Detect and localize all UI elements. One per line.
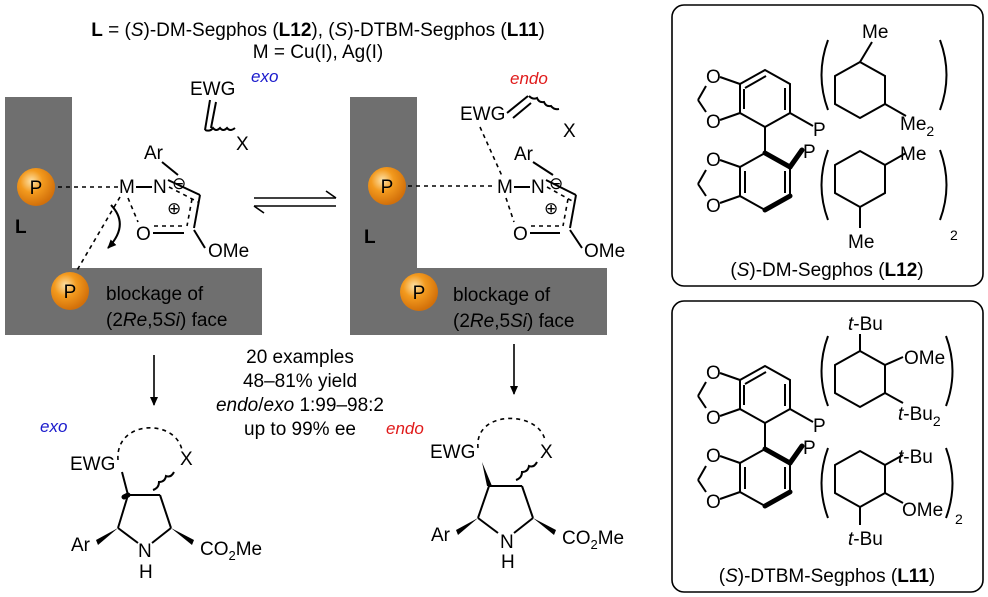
tbutyl-label: t-Bu bbox=[898, 447, 933, 468]
oxygen-label: O bbox=[706, 150, 721, 171]
aryl-label: Ar bbox=[71, 535, 91, 556]
oxygen-label: O bbox=[706, 492, 721, 513]
phosphorus-label: P bbox=[381, 177, 394, 198]
methyl-label: Me bbox=[862, 22, 888, 43]
exo-product-label: exo bbox=[40, 417, 67, 436]
methoxy-label: OMe bbox=[208, 241, 249, 262]
ligand-label-right: L bbox=[364, 227, 376, 248]
header-metal-line: M = Cu(I), Ag(I) bbox=[253, 42, 383, 63]
ee-value: up to 99% ee bbox=[244, 419, 356, 440]
x-substituent-label: X bbox=[563, 121, 576, 142]
x-substituent-label: X bbox=[180, 449, 193, 470]
plus-charge: ⊕ bbox=[167, 199, 181, 218]
phosphorus-sphere-bottom-right bbox=[400, 273, 438, 311]
subscript-2: 2 bbox=[950, 227, 958, 243]
ewg-label: EWG bbox=[190, 79, 235, 100]
ewg-label: EWG bbox=[460, 104, 505, 125]
metal-label: M bbox=[497, 177, 513, 198]
oxygen-label: O bbox=[513, 224, 528, 245]
plus-charge: ⊕ bbox=[544, 199, 558, 218]
blockage-text: blockage of bbox=[106, 284, 204, 305]
ligand-l12-box bbox=[671, 4, 984, 287]
aryl-label: Ar bbox=[514, 144, 534, 165]
exo-transition-state: L P P blockage of (2Re,5Si) face Ar M N … bbox=[5, 67, 278, 335]
oxygen-label: O bbox=[136, 224, 151, 245]
equilibrium-arrows bbox=[253, 190, 337, 214]
phosphorus-sphere-bottom-left bbox=[51, 272, 89, 310]
ligand-l12-caption: (S)-DM-Segphos (L12) bbox=[730, 260, 923, 281]
tbutyl-label: t-Bu bbox=[848, 314, 883, 335]
tbutyl-label: t-Bu2 bbox=[898, 404, 941, 429]
phosphorus-label: P bbox=[803, 142, 816, 163]
endo-product: endo EWG X Ar N H CO2Me bbox=[386, 417, 624, 573]
blockage-text: blockage of bbox=[453, 285, 551, 306]
x-substituent-label: X bbox=[236, 134, 249, 155]
nitrogen-label: N bbox=[531, 177, 545, 198]
phosphorus-sphere-top-right bbox=[368, 167, 406, 205]
h-label: H bbox=[501, 552, 515, 573]
phosphorus-label: P bbox=[813, 120, 826, 141]
phosphorus-label: P bbox=[803, 438, 816, 459]
oxygen-label: O bbox=[706, 446, 721, 467]
oxygen-label: O bbox=[706, 112, 721, 133]
methyl-label: Me bbox=[848, 232, 874, 253]
ligand-l11-box bbox=[671, 300, 984, 593]
ewg-label: EWG bbox=[70, 454, 115, 475]
methoxy-label: OMe bbox=[902, 500, 943, 521]
examples-count: 20 examples bbox=[246, 347, 354, 368]
phosphorus-sphere-top-left bbox=[17, 168, 55, 206]
ester-label: CO2Me bbox=[562, 528, 624, 552]
yield-range: 48–81% yield bbox=[243, 371, 357, 392]
aryl-label: Ar bbox=[144, 143, 164, 164]
minus-charge: ⊖ bbox=[172, 174, 186, 193]
methyl-label: Me2 bbox=[900, 114, 934, 139]
methyl-label: Me bbox=[900, 144, 926, 165]
nitrogen-label: N bbox=[153, 177, 167, 198]
h-label: H bbox=[139, 562, 153, 583]
oxygen-label: O bbox=[706, 408, 721, 429]
ligand-l11-panel: O O P O O P t-Bu OMe t-Bu2 t-Bu bbox=[671, 300, 984, 593]
ester-label: CO2Me bbox=[200, 539, 262, 563]
nh-label: N bbox=[138, 541, 152, 562]
phosphorus-label: P bbox=[413, 283, 426, 304]
exo-label: exo bbox=[251, 67, 278, 86]
results-summary: 20 examples 48–81% yield endo/exo 1:99–9… bbox=[216, 347, 384, 440]
ligand-l11-caption: (S)-DTBM-Segphos (L11) bbox=[719, 566, 935, 587]
ewg-label: EWG bbox=[430, 442, 475, 463]
methoxy-label: OMe bbox=[904, 348, 945, 369]
x-substituent-label: X bbox=[540, 442, 553, 463]
tbutyl-label: t-Bu bbox=[848, 529, 883, 550]
minus-charge: ⊖ bbox=[549, 174, 563, 193]
aryl-label: Ar bbox=[431, 525, 451, 546]
methoxy-label: OMe bbox=[584, 241, 625, 262]
exo-product: exo EWG X Ar N H CO2Me bbox=[40, 417, 262, 583]
oxygen-label: O bbox=[706, 196, 721, 217]
phosphorus-label: P bbox=[64, 282, 77, 303]
blockage-face-text: (2Re,5Si) face bbox=[453, 311, 575, 332]
header-ligand-line: L = (S)-DM-Segphos (L12), (S)-DTBM-Segph… bbox=[91, 20, 545, 41]
endo-product-label: endo bbox=[386, 419, 424, 438]
ligand-l12-panel: O O P O O P Me Me2 Me bbox=[671, 4, 984, 287]
endo-label: endo bbox=[510, 69, 548, 88]
phosphorus-label: P bbox=[813, 416, 826, 437]
curved-arrow bbox=[107, 204, 121, 249]
diastereo-ratio: endo/exo 1:99–98:2 bbox=[216, 395, 384, 416]
oxygen-label: O bbox=[706, 67, 721, 88]
ligand-label-left: L bbox=[15, 217, 27, 238]
blockage-face-text: (2Re,5Si) face bbox=[106, 310, 228, 331]
phosphorus-label: P bbox=[30, 178, 43, 199]
oxygen-label: O bbox=[706, 363, 721, 384]
p-metal-dashed-bond bbox=[75, 196, 121, 273]
endo-transition-state: L P P blockage of (2Re,5Si) face endo EW… bbox=[350, 69, 625, 335]
ewg-metal-dashed-bond bbox=[479, 126, 503, 177]
metal-label: M bbox=[119, 177, 135, 198]
nh-label: N bbox=[500, 532, 514, 553]
subscript-2: 2 bbox=[955, 511, 963, 527]
